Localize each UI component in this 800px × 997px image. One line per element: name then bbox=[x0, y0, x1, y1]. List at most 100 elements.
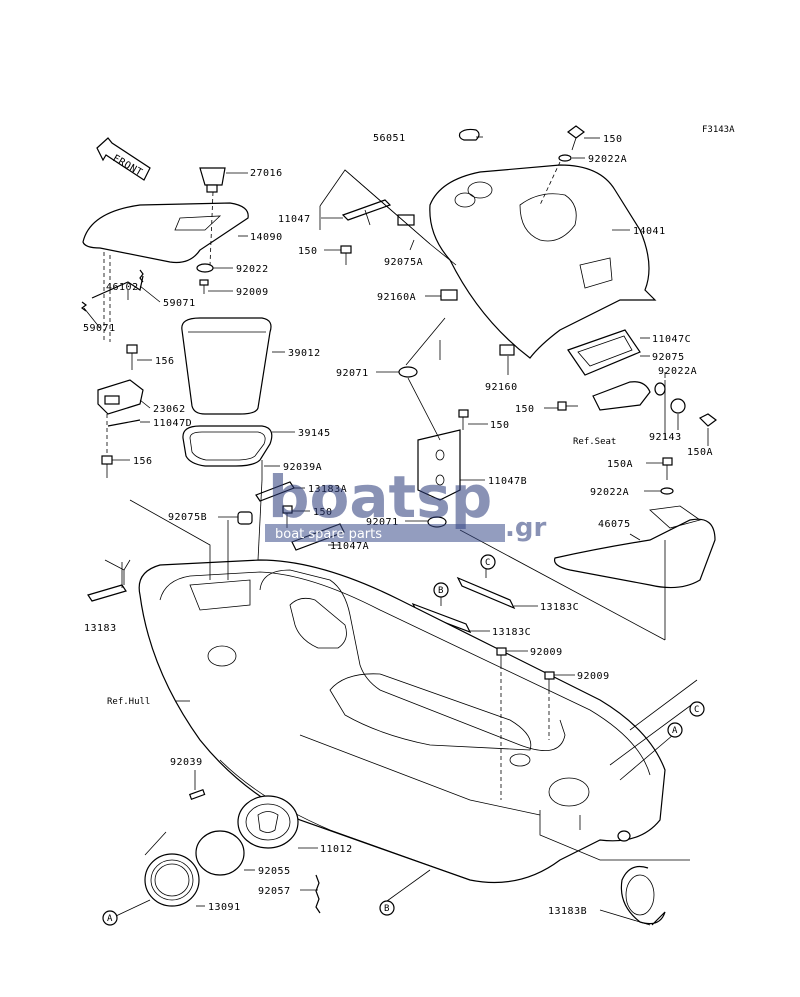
bracket-part bbox=[417, 429, 461, 501]
clip-part bbox=[107, 419, 141, 427]
part-label: 150 bbox=[490, 420, 510, 431]
svg-text:A: A bbox=[672, 726, 678, 736]
washer-part bbox=[660, 487, 674, 495]
grommet-part bbox=[398, 366, 418, 378]
part-label: 56051 bbox=[373, 133, 406, 144]
pin-part bbox=[188, 788, 206, 800]
part-label: 92075B bbox=[168, 512, 207, 523]
grab-handle-part bbox=[553, 505, 716, 589]
seat-latch-part bbox=[199, 167, 226, 193]
part-label: 59071 bbox=[83, 323, 116, 334]
part-label: 92057 bbox=[258, 886, 291, 897]
figure-code: F3143A bbox=[702, 125, 735, 135]
bolt-part bbox=[458, 409, 469, 430]
bolt-part bbox=[557, 401, 578, 411]
bolt-part bbox=[567, 125, 585, 151]
svg-text:C: C bbox=[694, 705, 699, 715]
part-label: 14090 bbox=[250, 232, 283, 243]
part-label: 92022A bbox=[588, 154, 627, 165]
ring-part bbox=[144, 853, 200, 907]
bolt-part bbox=[340, 245, 352, 265]
ref-seat-label: Ref.Seat bbox=[573, 437, 616, 447]
part-label: 150 bbox=[603, 134, 623, 145]
callout-c-right: C bbox=[689, 701, 705, 717]
svg-text:B: B bbox=[384, 904, 389, 914]
part-label: 46075 bbox=[598, 519, 631, 530]
storage-bin-part bbox=[181, 317, 272, 415]
hood-cover-part bbox=[429, 164, 657, 359]
part-label: 11047A bbox=[330, 541, 369, 552]
part-label: 92160A bbox=[377, 292, 416, 303]
part-label: 46102 bbox=[106, 282, 139, 293]
bolt-part bbox=[662, 457, 673, 480]
strip-part bbox=[456, 576, 516, 610]
seat-cover-part bbox=[82, 202, 249, 264]
pad-part bbox=[397, 214, 415, 226]
part-label: 13091 bbox=[208, 902, 241, 913]
part-label: 11047D bbox=[153, 418, 192, 429]
spring-part bbox=[139, 269, 144, 283]
pad-part bbox=[440, 289, 458, 301]
screw-part bbox=[315, 874, 321, 914]
cover-plate-part bbox=[237, 795, 299, 849]
part-label: 59071 bbox=[163, 298, 196, 309]
ref-hull-label: Ref.Hull bbox=[107, 697, 150, 707]
part-label: 92009 bbox=[530, 647, 563, 658]
callout-a-top: A bbox=[667, 722, 683, 738]
part-label: 150A bbox=[687, 447, 713, 458]
part-label: 11047B bbox=[488, 476, 527, 487]
plug-part bbox=[458, 128, 480, 141]
part-label: 92009 bbox=[236, 287, 269, 298]
part-label: 13183C bbox=[492, 627, 531, 638]
hull-body-part bbox=[138, 559, 666, 884]
pad-part bbox=[499, 344, 515, 356]
part-label: 13183B bbox=[548, 906, 587, 917]
spring-part bbox=[81, 301, 87, 312]
part-label: 92055 bbox=[258, 866, 291, 877]
hinge-part bbox=[97, 379, 144, 415]
bolt-part bbox=[126, 344, 138, 370]
bracket-part bbox=[341, 199, 392, 226]
part-label: 156 bbox=[155, 356, 175, 367]
part-label: 11047 bbox=[278, 214, 311, 225]
part-label: 14041 bbox=[633, 226, 666, 237]
svg-text:A: A bbox=[107, 914, 113, 924]
part-label: 150 bbox=[298, 246, 318, 257]
washer-part bbox=[558, 154, 572, 162]
part-label: 92022A bbox=[590, 487, 629, 498]
leader-lines bbox=[83, 136, 709, 926]
part-label: 39145 bbox=[298, 428, 331, 439]
screw-part bbox=[199, 279, 209, 294]
svg-text:boatsp: boatsp bbox=[268, 463, 492, 531]
part-label: 92075A bbox=[384, 257, 423, 268]
bracket-part bbox=[567, 329, 641, 376]
seat-hinge-bracket-part bbox=[592, 381, 717, 427]
part-label: 11047C bbox=[652, 334, 691, 345]
svg-text:boat spare parts: boat spare parts bbox=[275, 527, 382, 542]
part-label: 92009 bbox=[577, 671, 610, 682]
part-label: 13183A bbox=[308, 484, 347, 495]
part-label: 13183C bbox=[540, 602, 579, 613]
part-label: 39012 bbox=[288, 348, 321, 359]
part-label: 92071 bbox=[336, 368, 369, 379]
part-label: 92022A bbox=[658, 366, 697, 377]
part-label: 156 bbox=[133, 456, 153, 467]
part-label: 23062 bbox=[153, 404, 186, 415]
washer-part bbox=[196, 263, 214, 273]
bolt-part bbox=[101, 455, 113, 478]
part-label: 92039 bbox=[170, 757, 203, 768]
callout-a-bottom: A bbox=[102, 910, 118, 926]
bolt-part bbox=[496, 647, 507, 665]
part-label: 92143 bbox=[649, 432, 682, 443]
grommet-part bbox=[237, 511, 253, 525]
o-ring-part bbox=[195, 830, 245, 876]
plate-part bbox=[87, 584, 127, 602]
part-label: 11012 bbox=[320, 844, 353, 855]
svg-text:.gr: .gr bbox=[505, 513, 546, 543]
watermark-logo: boatsp .gr boat spare parts bbox=[265, 463, 546, 543]
bolt-part bbox=[544, 671, 555, 690]
part-label: 150 bbox=[313, 507, 333, 518]
callout-b-top: B bbox=[433, 582, 449, 598]
part-label: 92160 bbox=[485, 382, 518, 393]
